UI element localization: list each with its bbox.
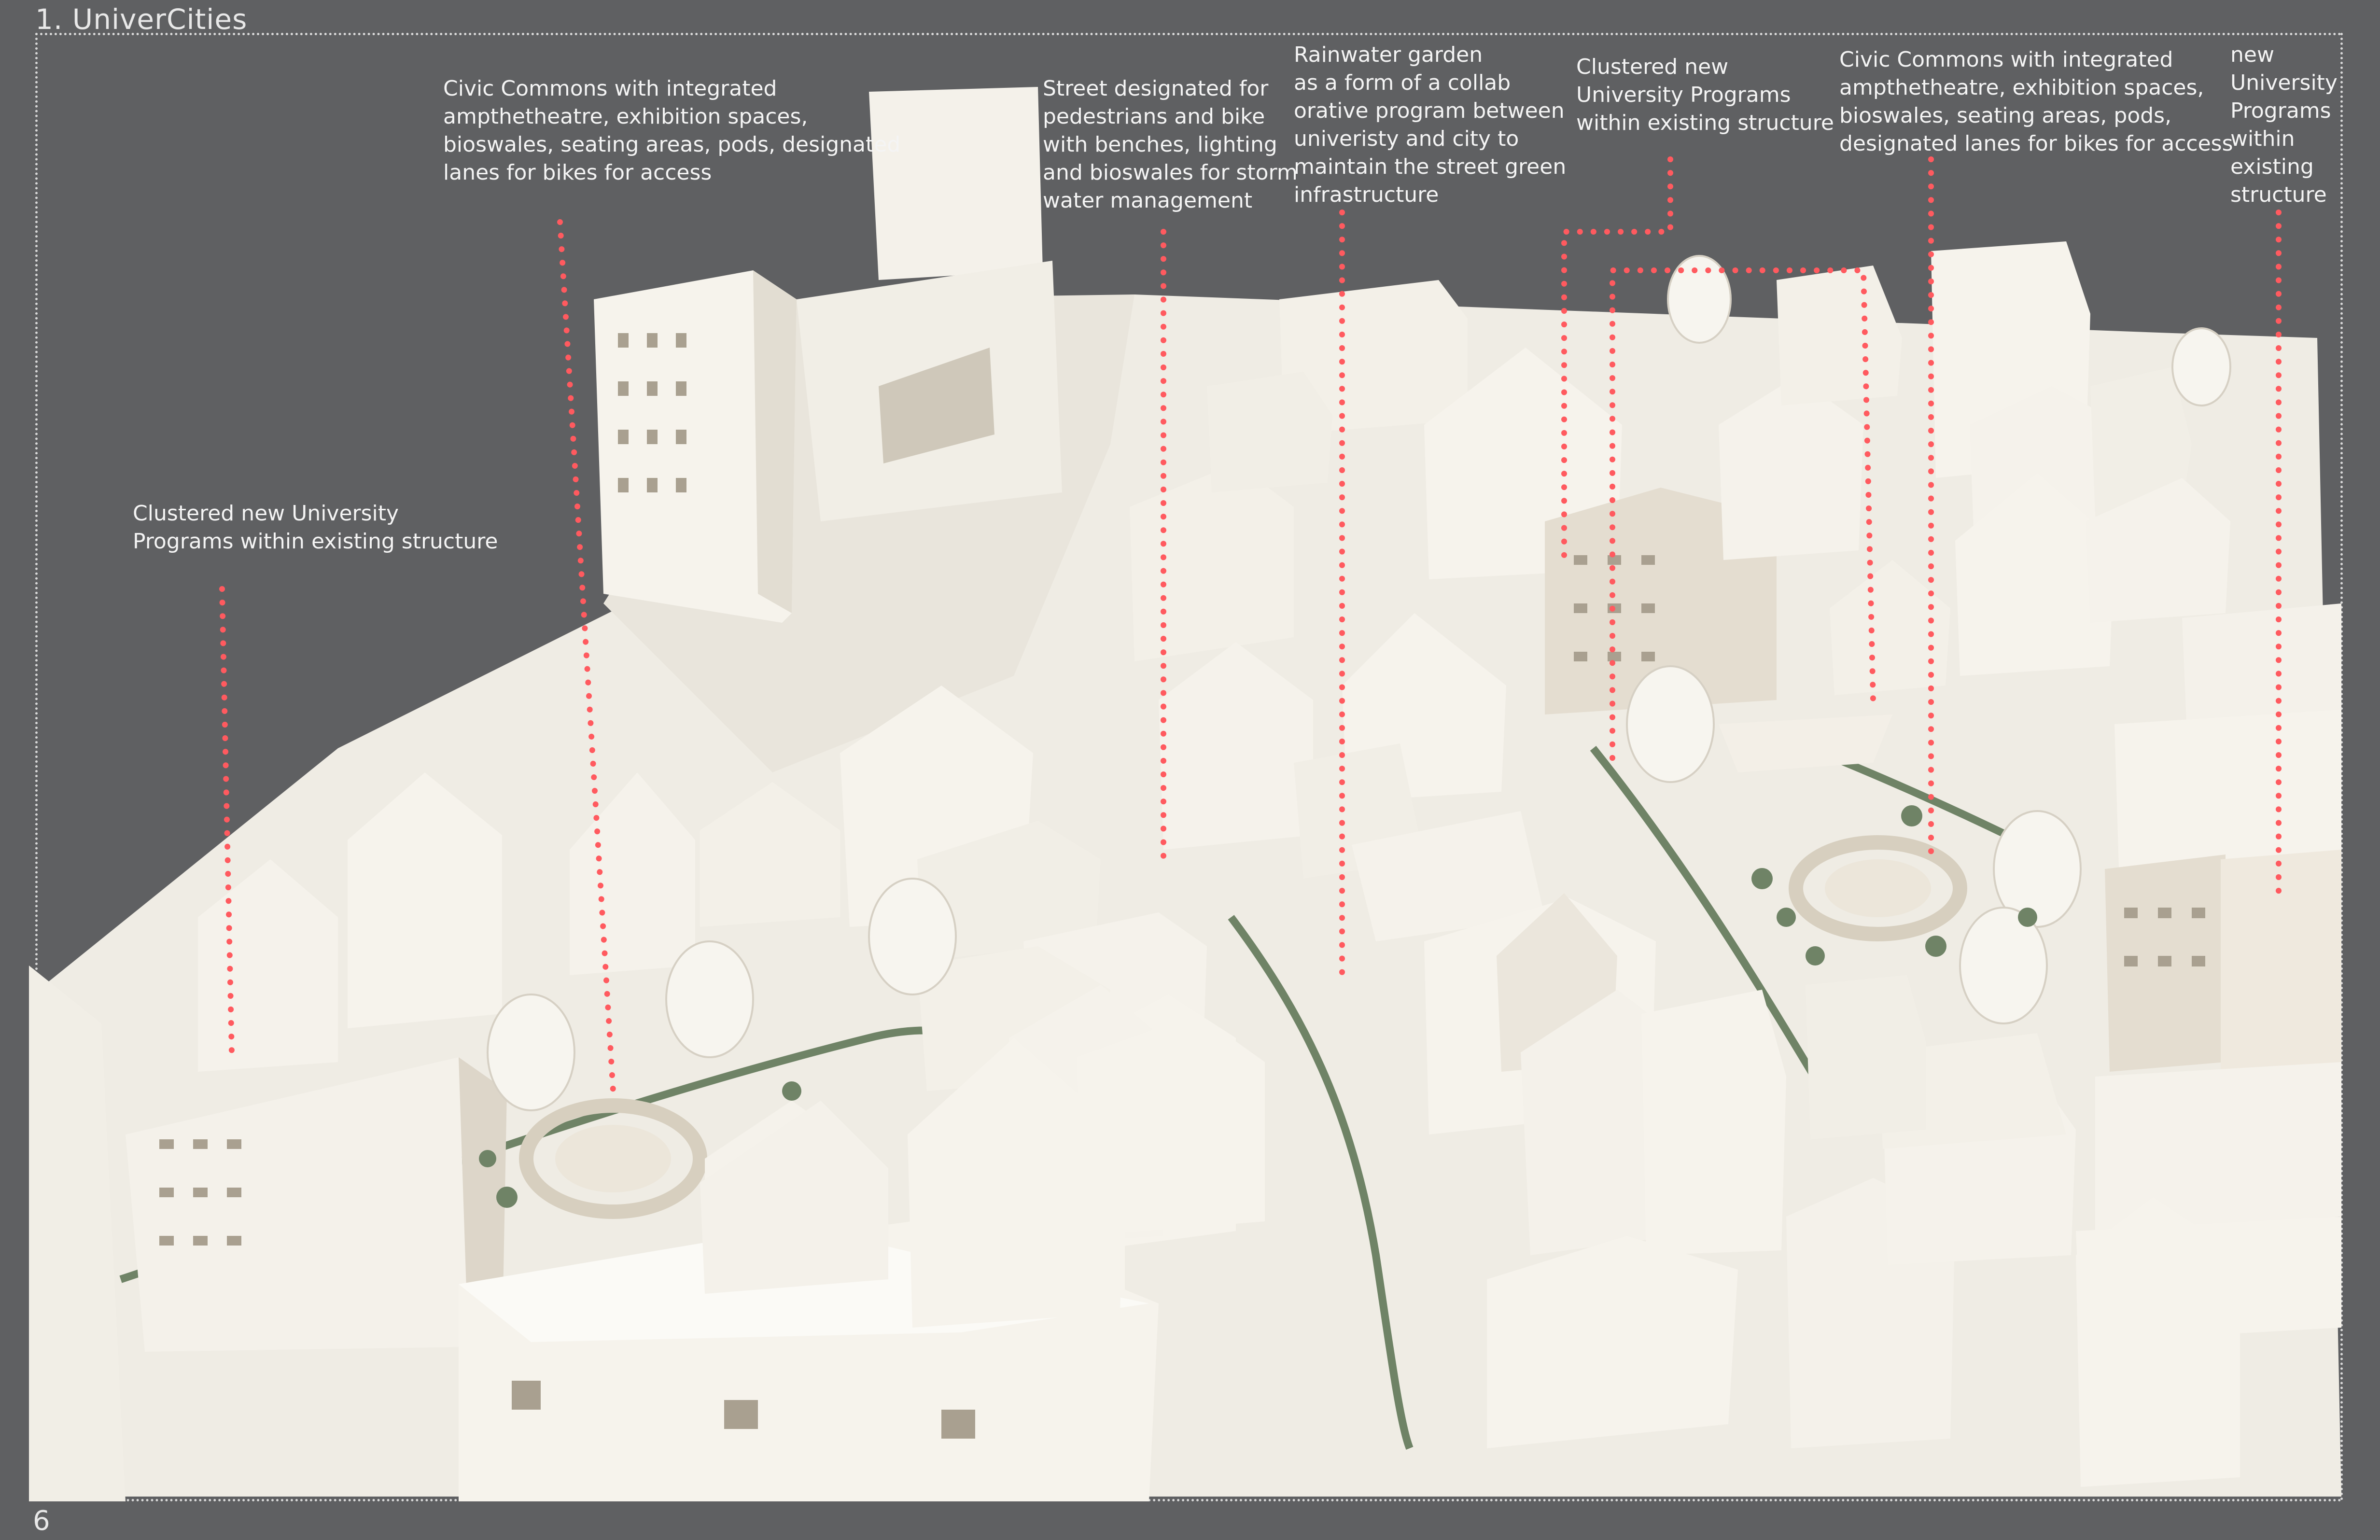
annotation-rainwater-garden: Rainwater garden as a form of a collab o…	[1294, 42, 1567, 207]
page-number: 6	[33, 1505, 50, 1537]
tower-building	[594, 270, 797, 623]
top-slab-building	[797, 87, 1062, 521]
annotation-civic-commons-left: Civic Commons with integrated ampthethea…	[443, 76, 901, 185]
leader-cluster-outline	[1610, 267, 1876, 761]
annotation-clustered-new-left: Clustered new University Programs within…	[133, 501, 498, 554]
leader-civic-commons-left	[557, 219, 616, 1094]
green-path-right	[1590, 746, 1838, 1113]
annotation-clustered-new-top: Clustered new University Programs within…	[1576, 55, 1834, 135]
leader-lines	[219, 156, 2282, 1094]
annotation-civic-commons-right: Civic Commons with integrated ampthethea…	[1839, 47, 2233, 156]
page-frame	[35, 33, 2343, 1501]
annotation-new-university-right: new University Programs within existing …	[2230, 42, 2338, 207]
annotation-street-designated: Street designated for pedestrians and bi…	[1043, 76, 1298, 213]
pavilion-canopy	[1719, 714, 1892, 772]
paper-trees	[487, 255, 2231, 1111]
houses	[29, 241, 2341, 1501]
leader-clustered-new-left	[219, 586, 235, 1055]
bioswale-shrubs	[479, 805, 2037, 1208]
amphitheatre-right	[1789, 835, 1967, 941]
amphitheatre-left	[519, 1098, 707, 1219]
green-path-middle	[1228, 915, 1414, 1450]
window-openings	[159, 333, 2205, 1439]
page-title: 1. UniverCities	[35, 3, 248, 36]
